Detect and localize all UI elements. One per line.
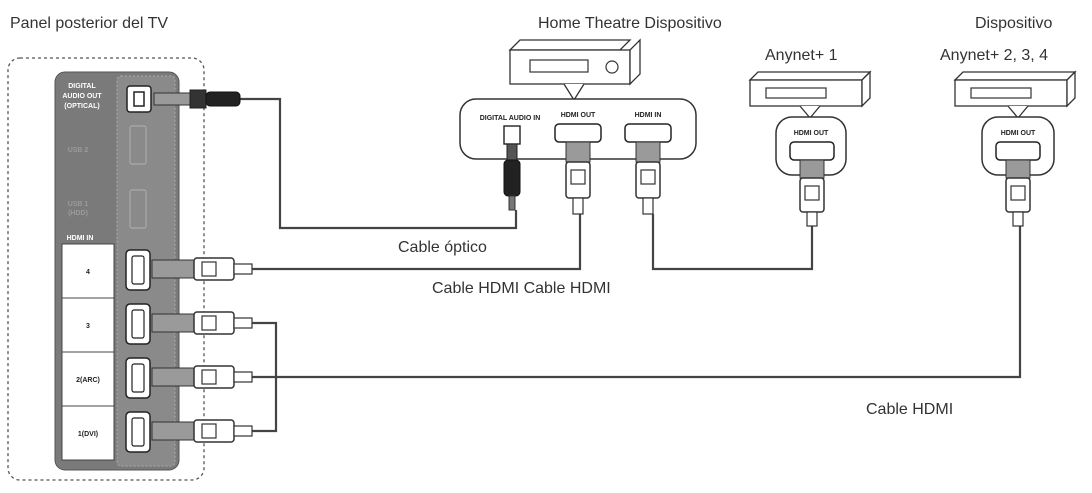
- hdmi-port-2-label: 2(ARC): [76, 377, 100, 384]
- hdmi-cable-pair-label: Cable HDMI Cable HDMI: [432, 280, 611, 297]
- anynet234-device: HDMI OUT: [953, 70, 1077, 227]
- plug-tv-1: [151, 419, 253, 443]
- digital-audio-out-label-2: AUDIO OUT: [62, 93, 102, 100]
- tv-hdmi-socket-1-inner: [131, 417, 145, 447]
- tv-hdmi-socket-3-inner: [131, 309, 145, 339]
- home-theatre-device: DIGITAL AUDIO IN HDMI OUT HDMI IN: [459, 38, 697, 215]
- anynet1-title: Anynet+ 1: [765, 47, 838, 64]
- optical-cable-label: Cable óptico: [398, 239, 487, 256]
- tv-panel-title: Panel posterior del TV: [10, 15, 169, 32]
- hdmi-port-1-label: 1(DVI): [78, 431, 98, 438]
- ht-hdmi-in-plug: [635, 161, 661, 199]
- hdmi-cable-ht-to-anynet1: [651, 214, 814, 271]
- ht-optical-socket: [503, 125, 521, 145]
- ht-hdmi-in-label: HDMI IN: [635, 112, 662, 119]
- plug-tv-3: [151, 311, 253, 335]
- hdmi-port-1-box: [61, 405, 115, 461]
- hdmi-port-4-label: 4: [86, 269, 90, 276]
- home-theatre-title: Home Theatre Dispositivo: [538, 15, 722, 32]
- tv-hdmi-socket-2-inner: [131, 363, 145, 393]
- optical-cable: [240, 97, 518, 230]
- anynet234-port-label: HDMI OUT: [1001, 130, 1036, 137]
- anynet1-plug: [799, 177, 825, 213]
- anynet234-plug: [1005, 177, 1031, 213]
- plug-tv-4: [151, 257, 253, 281]
- home-theatre-body: [509, 49, 631, 85]
- anynet1-port-label: HDMI OUT: [794, 130, 829, 137]
- tv-hdmi-socket-4-inner: [131, 255, 145, 285]
- usb1-label-1: USB 1: [68, 201, 89, 208]
- ht-hdmi-out-plug: [565, 161, 591, 199]
- hdmi-port-2-box: [61, 351, 115, 407]
- anynet1-device: HDMI OUT: [748, 70, 872, 227]
- digital-audio-out-label-1: DIGITAL: [68, 83, 96, 90]
- tv-back-panel: DIGITAL AUDIO OUT (OPTICAL) USB 2 USB 1 …: [7, 57, 205, 481]
- plug-tv-2: [151, 365, 253, 389]
- ht-digital-audio-in-label: DIGITAL AUDIO IN: [480, 115, 541, 122]
- hdmi-cable-single-label: Cable HDMI: [866, 401, 954, 418]
- digital-audio-out-label-3: (OPTICAL): [64, 103, 99, 110]
- hdmi-in-header: HDMI IN: [67, 235, 94, 242]
- usb1-port: [129, 189, 147, 229]
- usb2-port: [129, 125, 147, 165]
- tv-panel-dashed-outline: [7, 57, 205, 481]
- ht-hdmi-out-socket: [554, 123, 602, 143]
- cables: [240, 97, 1022, 433]
- anynet234-title-line2: Anynet+ 2, 3, 4: [940, 47, 1049, 64]
- hdmi-cable-tv2-to-anynet234: [252, 225, 1022, 379]
- hdmi-port-4-box: [61, 243, 115, 299]
- tv-side-plugs: [151, 89, 253, 443]
- hdmi-port-3-label: 3: [86, 323, 90, 330]
- usb1-label-2: (HDD): [68, 210, 88, 217]
- plug-tv-optical: [153, 89, 241, 109]
- anynet234-title-line1: Dispositivo: [975, 15, 1053, 32]
- usb2-label: USB 2: [68, 147, 89, 154]
- ht-optical-plug: [503, 159, 521, 197]
- ht-hdmi-out-label: HDMI OUT: [561, 112, 596, 119]
- ht-hdmi-in-socket: [624, 123, 672, 143]
- tv-optical-port-inner: [133, 91, 145, 107]
- hdmi-port-3-box: [61, 297, 115, 353]
- hdmi-cable-tv4-to-ht: [252, 214, 582, 271]
